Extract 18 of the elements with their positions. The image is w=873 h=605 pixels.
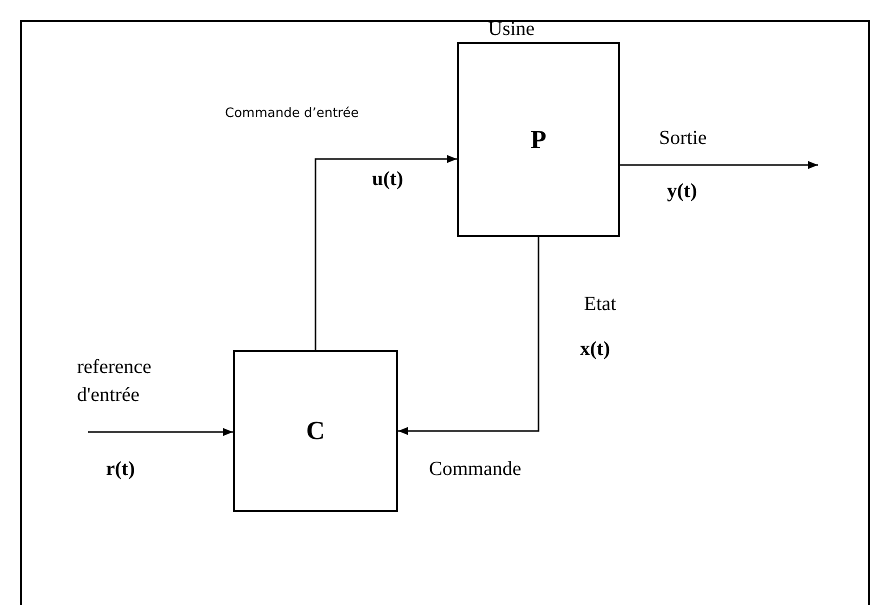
signal-label: Sortie [659, 127, 707, 150]
arrow [620, 161, 818, 169]
arrow [88, 428, 233, 436]
signal-label: reference d'entrée [77, 355, 152, 408]
signal-name: y(t) [667, 180, 697, 203]
signal-name: r(t) [106, 458, 135, 481]
block-caption: Usine [488, 18, 535, 41]
signal-name: x(t) [580, 338, 610, 361]
signal-name: u(t) [372, 168, 404, 191]
block-label: P [530, 124, 546, 154]
arrow [398, 237, 540, 435]
signal-label: Commande [429, 458, 522, 481]
arrow [314, 155, 457, 350]
signal-label: Commande d’entrée [225, 107, 359, 122]
block-label: C [306, 416, 325, 446]
block-box [457, 42, 620, 237]
signal-label: Etat [584, 293, 616, 316]
block-box [233, 350, 398, 512]
